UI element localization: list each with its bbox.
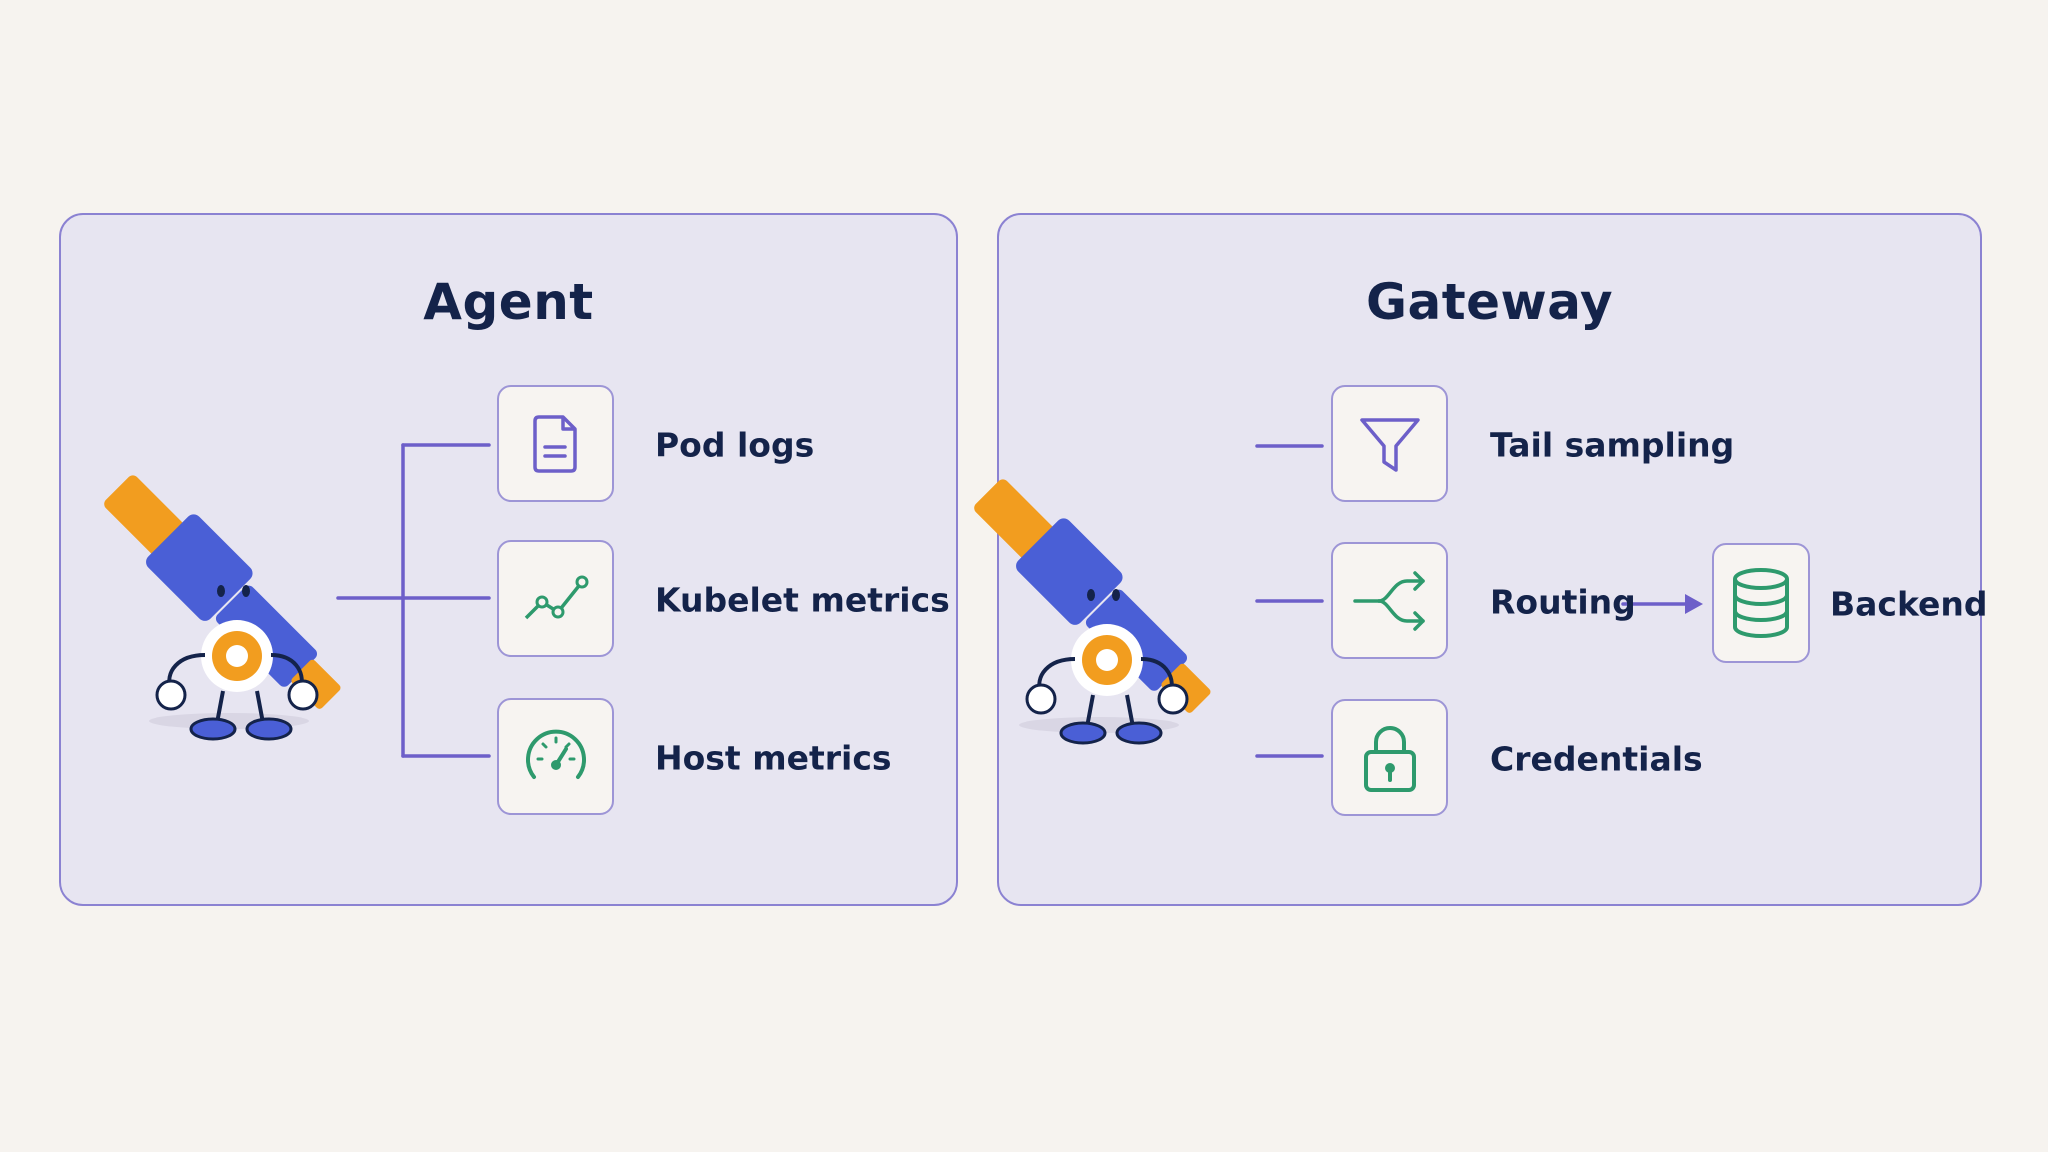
lock-icon bbox=[1363, 725, 1416, 792]
gateway-connectors bbox=[1255, 444, 1703, 758]
telescope-body bbox=[1016, 518, 1123, 625]
gateway-mascot bbox=[974, 479, 1211, 745]
telescope-body bbox=[146, 514, 253, 621]
routing-icon-box bbox=[1331, 542, 1448, 659]
host-metrics-label: Host metrics bbox=[655, 738, 892, 778]
database-icon bbox=[1733, 568, 1789, 638]
backend-label: Backend bbox=[1830, 584, 1988, 624]
agent-connectors bbox=[336, 443, 491, 758]
agent-title: Agent bbox=[423, 273, 594, 331]
credentials-icon-box bbox=[1331, 699, 1448, 816]
host-metrics-icon-box bbox=[497, 698, 614, 815]
backend-icon-box bbox=[1712, 543, 1810, 663]
kubelet-metrics-icon-box bbox=[497, 540, 614, 657]
pod-logs-label: Pod logs bbox=[655, 425, 815, 465]
funnel-icon bbox=[1359, 417, 1420, 472]
kubelet-metrics-label: Kubelet metrics bbox=[655, 580, 950, 620]
document-icon bbox=[532, 414, 577, 473]
tail-sampling-icon-box bbox=[1331, 385, 1448, 502]
pod-logs-icon-box bbox=[497, 385, 614, 502]
line-chart-icon bbox=[524, 575, 588, 619]
gauge-icon bbox=[525, 729, 586, 779]
routing-to-backend-arrowhead bbox=[1685, 594, 1703, 614]
agent-panel: Agent bbox=[59, 213, 958, 906]
agent-mascot bbox=[104, 475, 341, 741]
credentials-label: Credentials bbox=[1490, 739, 1703, 779]
routing-label: Routing bbox=[1490, 582, 1636, 622]
gateway-panel: Gateway bbox=[974, 213, 1988, 906]
gateway-title: Gateway bbox=[1365, 273, 1614, 331]
tail-sampling-label: Tail sampling bbox=[1490, 425, 1735, 465]
routing-arrows-icon bbox=[1352, 570, 1425, 631]
